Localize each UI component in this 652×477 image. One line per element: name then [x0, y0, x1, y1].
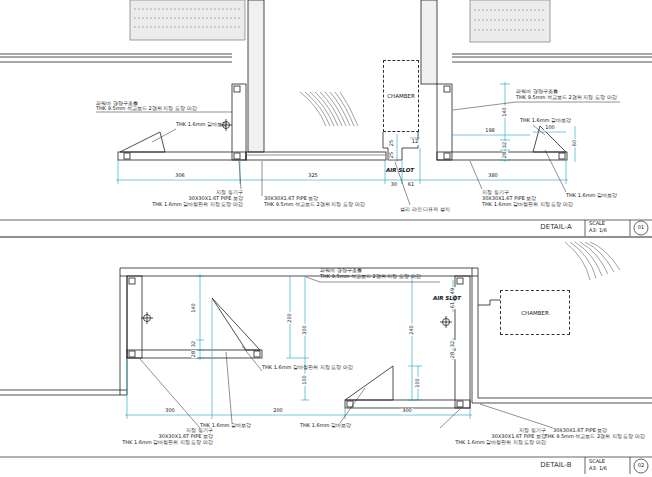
note-text: AIR SLOT: [433, 295, 461, 301]
dimension-text: 28: [502, 151, 508, 159]
note-text: THK 1.6mm 갈바철판위 지정 도장 마감: [482, 202, 573, 208]
note-text: THK 1.6mm 갈바철판위 지정 도장 마감: [152, 202, 243, 208]
dimension-text: 306: [174, 173, 186, 179]
dimension-text: 100: [544, 125, 556, 131]
dimension-text: 32: [191, 340, 197, 348]
note-text: SCALE: [589, 459, 605, 465]
dimension-text: 12: [411, 139, 419, 145]
dimension-text: 25: [389, 151, 395, 159]
dimension-text: 100: [302, 374, 308, 386]
note-text: 30X30X1.6T PIPE 보강: [159, 434, 213, 440]
dimension-text: 140: [502, 106, 508, 118]
note-text: THK 9.5mm 석고보드 2겹위 지정 도장 마감: [516, 95, 617, 101]
note-text: AIR SLOT: [386, 167, 414, 173]
note-text: THK 9.5mm 석고보드 2겹위 지정 도장 마감: [320, 274, 421, 280]
note-text: 30X30X1.6T PIPE 보강: [264, 196, 318, 202]
note-text: 지정 등기구: [482, 190, 509, 196]
dimension-text: 32: [450, 340, 456, 348]
detail-a-leaders: [96, 102, 620, 205]
dimension-text: 32: [502, 141, 508, 149]
dimension-text: 300: [164, 408, 176, 414]
note-text: SCALE: [589, 221, 605, 227]
detail-b-structure: [0, 268, 652, 408]
dimension-text: 28: [191, 350, 197, 358]
note-text: THK 1.6mm 갈바보강: [520, 118, 571, 124]
note-text: A3: 1/6: [589, 228, 607, 234]
dimension-text: 25: [389, 139, 395, 147]
detail-title: DETAIL-A: [540, 224, 571, 232]
dimension-text: 240: [409, 324, 415, 336]
dimension-text: 100: [415, 377, 421, 389]
detail-a-structure: [0, 0, 652, 160]
note-text: 파워바 경량구조틀: [320, 268, 362, 274]
dimension-text: 28: [450, 351, 456, 359]
note-text: 설리 라인 디퓨져 설치: [400, 207, 450, 213]
detail-b-dimensions: [125, 274, 472, 419]
note-text: 02: [638, 463, 644, 469]
dimension-text: 300: [302, 324, 308, 336]
detail-b-title-block: [0, 457, 652, 474]
dimension-text: 200: [287, 312, 293, 324]
detail-a-title-block: [0, 220, 652, 237]
dimension-text: 30: [390, 182, 398, 188]
detail-a-dimensions: [116, 82, 575, 184]
note-text: 지정 등기구: [186, 428, 213, 434]
note-text: 지정 등기구: [519, 428, 546, 434]
note-text: THK 9.5mm 석고보드 2겹위 지정 도장 마감: [96, 106, 197, 112]
note-text: THK 1.6mm 갈바보강: [300, 423, 351, 429]
note-text: THK 1.6mm 갈바철판위 지정 도장 마감: [262, 365, 353, 371]
note-text: 30X30X1.6T PIPE 보강: [189, 196, 243, 202]
dimension-text: 325: [307, 173, 319, 179]
dimension-text: 49: [450, 287, 456, 295]
note-text: 30X30X1.6T PIPE 보강: [553, 428, 607, 434]
dimension-text: 140: [191, 302, 197, 314]
box-label: CHAMBER: [521, 310, 549, 316]
note-text: THK 1.6mm 갈바보강: [566, 193, 617, 199]
dimension-text: 380: [487, 173, 499, 179]
note-text: A3: 1/6: [589, 466, 607, 472]
note-text: 지정 등기구: [216, 190, 243, 196]
diffuser-fan: [565, 242, 620, 280]
dimension-text: 61: [450, 301, 456, 309]
detail-b-leaders: [140, 277, 553, 428]
note-text: THK 9.5mm 석고보드 2겹위 지정 도장 마감: [544, 434, 645, 440]
note-text: 파워바 경량구조틀: [516, 89, 558, 95]
note-text: 01: [638, 225, 644, 231]
diffuser-fan: [300, 92, 358, 126]
note-text: 30X30X1.6T PIPE 보강: [482, 196, 536, 202]
dimension-text: 200: [272, 408, 284, 414]
detail-title: DETAIL-B: [540, 462, 571, 470]
note-text: THK 9.5mm 석고보드 2겹위 지정 도장 마감: [264, 202, 365, 208]
note-text: THK 1.6mm 갈바철판위 지정 도장 마감: [455, 440, 546, 446]
dimension-text: 300: [401, 408, 413, 414]
note-text: THK 1.6mm 갈바철판위 지정 도장 마감: [122, 440, 213, 446]
dimension-text: 61: [407, 182, 415, 188]
dimension-text: 198: [484, 128, 496, 134]
chamber-box: CHAMBER: [500, 290, 570, 335]
dimension-text: 60: [572, 139, 578, 147]
chamber-box: CHAMBER: [383, 60, 419, 132]
box-label: CHAMBER: [387, 93, 415, 99]
note-text: THK 1.6mm 갈바보강: [176, 122, 227, 128]
note-text: 30X30X1.6T PIPE 보강: [492, 434, 546, 440]
